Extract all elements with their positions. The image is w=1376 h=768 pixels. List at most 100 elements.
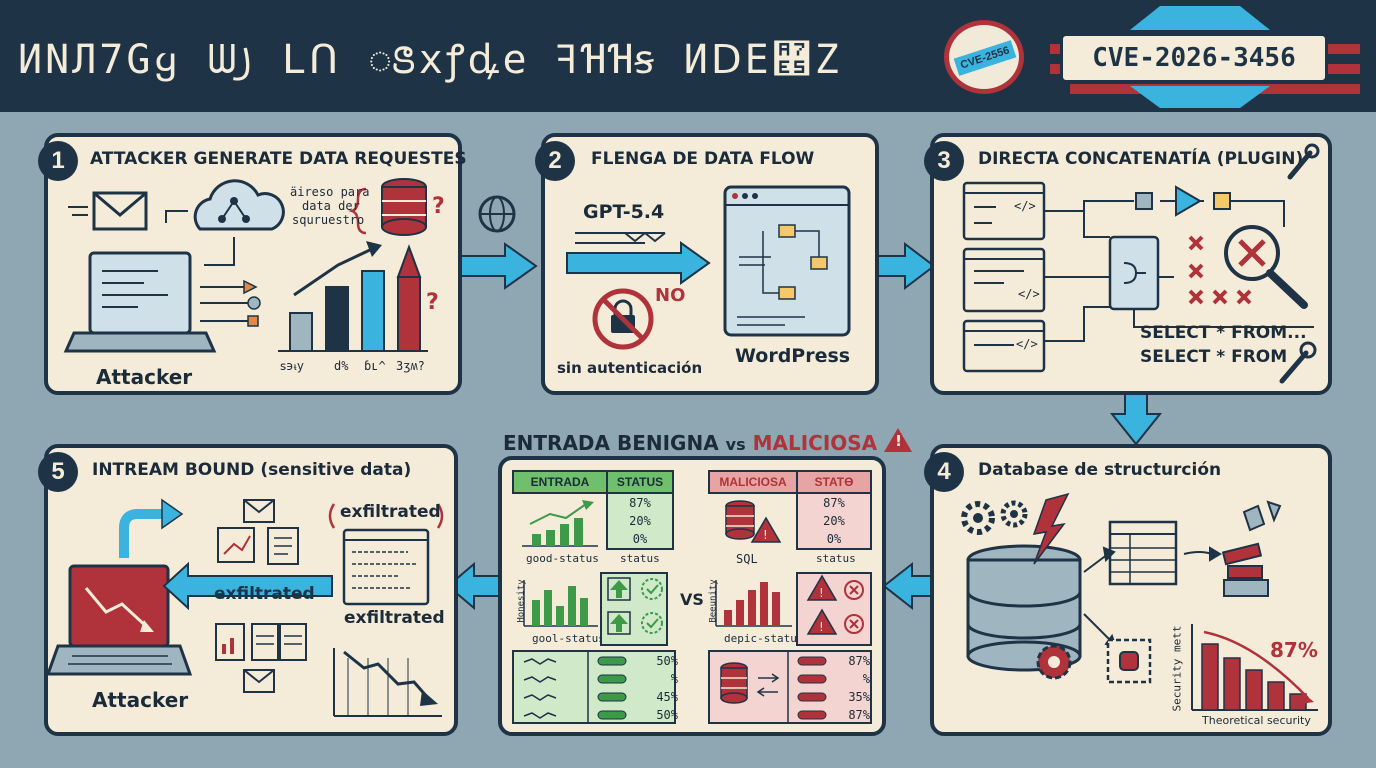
malicious-bar-1: 87% <box>848 654 870 668</box>
panel-4: 4 Database de structurción <box>924 444 1332 736</box>
benign-bar-2: % <box>670 672 678 686</box>
attacker-label-1: Attacker <box>96 365 193 389</box>
warning-icon-2: ! <box>806 574 838 601</box>
comparison-title-vs: vs <box>725 435 746 454</box>
question-mark-1: ? <box>432 194 445 219</box>
comparison-art: ! ! ! <box>522 500 864 722</box>
benign-values-box <box>606 492 674 550</box>
comparison-title-malicious: MALICIOSA <box>752 431 878 455</box>
header-bar: ИNЛ7Gყ ᗯ꠸ Lᑎ ꢺxꝭꝱe ꟻꞪꞪꞩ ИᗞE꟥Z CVE-2556 C… <box>0 0 1376 112</box>
close-circle-icon-2 <box>844 614 864 634</box>
gear-icon <box>961 501 995 535</box>
percent-label: 87% <box>1270 638 1318 662</box>
cve-seal: CVE-2556 <box>944 20 1024 94</box>
panel-2: 2 FLENGA DE DATA FLOW GPT-5.4 NO sin aut… <box>535 133 879 395</box>
benign-progress-bars <box>597 656 627 720</box>
malicious-bar-3: 35% <box>848 690 870 704</box>
malicious-bar-chart <box>715 580 792 627</box>
chart-label-1: ꜱ϶ᵼy <box>280 359 304 373</box>
database-icon-swap <box>720 662 748 704</box>
close-circle-icon <box>844 580 864 600</box>
note-line-3: squruestro <box>292 213 365 227</box>
lightning-icon <box>1032 492 1070 565</box>
model-label: GPT-5.4 <box>583 201 665 223</box>
warning-icon-small: ! <box>750 516 782 543</box>
panel-2-title: FLENGA DE DATA FLOW <box>591 149 815 169</box>
comparison-title: ENTRADA BENIGNA vs MALICIOSA ! <box>503 428 913 455</box>
malicious-value-1: 87% <box>823 496 845 510</box>
panel-3-art <box>962 143 1320 384</box>
exfil-bottom-label: exfiltrated <box>344 608 445 628</box>
panel-5-art <box>48 498 444 717</box>
chart-label-3: ɓʟ^ <box>364 359 386 373</box>
no-auth-lock-icon <box>592 288 654 350</box>
swap-arrows-icon <box>756 673 780 697</box>
step-number-3: 3 <box>924 141 964 181</box>
benign-bar-1: 50% <box>656 654 678 668</box>
check-badge-icon <box>641 578 663 600</box>
envelope-icon-small <box>243 499 275 523</box>
vs-label: VS <box>680 590 704 609</box>
data-flow-arrow <box>566 231 711 285</box>
benign-value-2: 20% <box>629 514 651 528</box>
up-arrow-icon <box>607 577 631 601</box>
panel-1-title: ATTACKER GENERATE DATA REQUESTES <box>90 149 467 169</box>
malicious-bar-2: % <box>862 672 870 686</box>
chart-label-2: d% <box>334 359 349 373</box>
doc-icon-4 <box>279 623 307 661</box>
malicious-caption-2: status <box>816 552 856 565</box>
exfil-top-label: exfiltrated <box>340 502 441 522</box>
cve-id-label: CVE-2026-3456 <box>1060 33 1328 83</box>
step-number-2: 2 <box>535 141 575 181</box>
benign-rising-chart <box>522 500 598 547</box>
wrench-icon-top <box>1287 143 1320 180</box>
panel-5: 5 INTREAM BOUND (sensitive data) <box>38 444 458 736</box>
sql-line-2: SELECT * FROM <box>1140 347 1288 367</box>
security-bar-chart <box>1191 624 1318 711</box>
panel-1-art: ? ? <box>63 178 445 353</box>
warning-icon: ! <box>884 428 913 452</box>
comparison-panel: ENTRADA STATUS 87% 20% 0% good-status st… <box>498 456 886 736</box>
benign-progress-box <box>512 650 676 724</box>
security-ylabel: Security mett <box>1170 625 1184 712</box>
panel-4-title: Database de structurción <box>978 460 1222 480</box>
concat-block <box>1108 235 1160 311</box>
panel-3: 3 DIRECTA CONCATENATÍA (PLUGIN) <box>924 133 1332 395</box>
step-number-1: 1 <box>38 141 78 181</box>
cloud-network-icon <box>193 179 285 231</box>
svg-text:!: ! <box>819 586 824 600</box>
panel-3-title: DIRECTA CONCATENATÍA (PLUGIN) <box>978 149 1304 169</box>
code-tag-1: </> <box>1014 199 1036 213</box>
comparison-title-benign: ENTRADA BENIGNA <box>503 431 719 455</box>
step-number-5: 5 <box>38 452 78 492</box>
benign-rows <box>523 652 589 722</box>
exfil-arrow-label: exfiltrated <box>214 584 315 604</box>
check-badge-icon-2 <box>641 612 663 634</box>
chart-label-4: 3ʒʍ? <box>396 359 425 373</box>
database-icon-malicious <box>725 500 755 540</box>
arrow-1-to-2 <box>454 242 538 290</box>
question-mark-2: ? <box>426 290 439 315</box>
benign-caption-2: status <box>620 552 660 565</box>
note-line-1: äireso para <box>290 185 370 199</box>
benign-col1-header: ENTRADA <box>512 470 608 494</box>
laptop-icon <box>63 251 217 353</box>
laptop-red-screen <box>48 564 193 676</box>
chart-doc-icon <box>217 527 255 563</box>
malicious-value-3: 0% <box>826 532 842 546</box>
benign-value-1: 87% <box>629 496 651 510</box>
wrench-icon-bottom <box>1279 341 1317 384</box>
x-marks <box>1188 235 1252 305</box>
table-icon <box>1108 520 1178 586</box>
auth-label: sin autenticación <box>557 359 703 377</box>
code-window-2 <box>962 247 1046 313</box>
panel-2-art <box>566 185 851 350</box>
svg-text:!: ! <box>763 528 768 542</box>
warning-icon-3: ! <box>806 608 838 635</box>
sql-line-1: SELECT * FROM... <box>1140 323 1307 343</box>
gear-icon-2 <box>1000 500 1028 528</box>
database-icon-red <box>381 178 427 236</box>
envelope-icon <box>92 191 148 231</box>
envelope-icon-small-2 <box>243 669 275 693</box>
